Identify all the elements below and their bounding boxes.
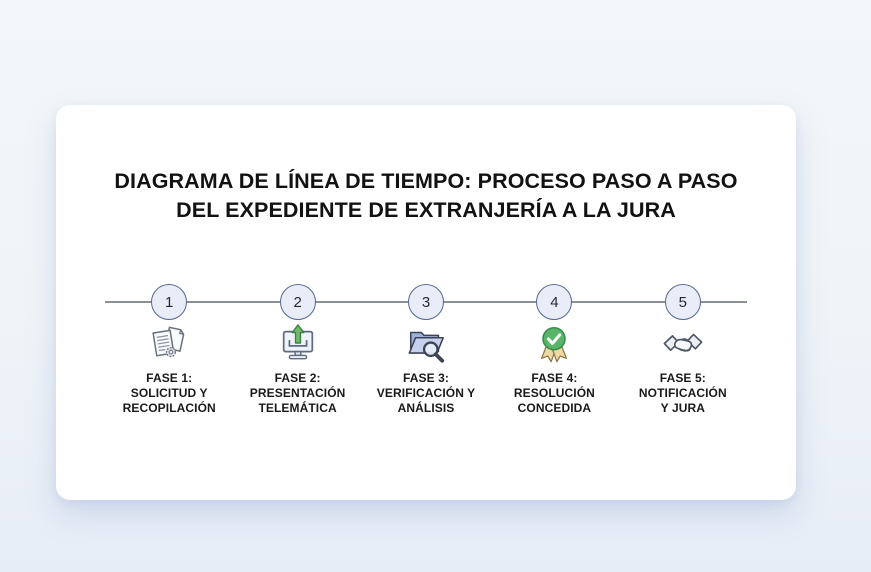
handshake-icon xyxy=(662,323,704,365)
step-label: FASE 4: RESOLUCIÓN CONCEDIDA xyxy=(514,371,595,416)
step-label-line: FASE 5: xyxy=(659,371,706,385)
step-number: 4 xyxy=(550,293,559,311)
page-title-line2: DEL EXPEDIENTE DE EXTRANJERÍA A LA JURA xyxy=(176,198,676,222)
step-label-line: VERIFICACIÓN Y xyxy=(376,386,476,400)
step-number: 2 xyxy=(293,293,302,311)
timeline-step-3: 3 FASE 3: VERIFICACIÓN Y ANÁLISIS xyxy=(362,284,490,416)
step-label-line: PRESENTACIÓN xyxy=(249,386,346,400)
step-label-line: SOLICITUD Y xyxy=(130,386,208,400)
award-check-icon xyxy=(533,323,575,365)
monitor-upload-icon xyxy=(277,323,319,365)
step-number: 5 xyxy=(678,293,687,311)
timeline-step-4: 4 FASE 4: RESOLUCIÓN CONCEDIDA xyxy=(490,284,618,416)
step-number: 3 xyxy=(421,293,431,311)
step-number-badge: 4 xyxy=(536,284,573,320)
step-label-line: RECOPILACIÓN xyxy=(122,401,216,415)
timeline-step-5: 5 FASE 5: NOTIFICACIÓN xyxy=(619,284,747,416)
step-number: 1 xyxy=(165,293,174,311)
step-label: FASE 3: VERIFICACIÓN Y ANÁLISIS xyxy=(377,371,476,416)
step-label-line: ANÁLISIS xyxy=(397,401,455,415)
step-label-line: RESOLUCIÓN xyxy=(513,386,595,400)
step-label: FASE 5: NOTIFICACIÓN Y JURA xyxy=(639,371,727,416)
step-label-line: FASE 3: xyxy=(402,371,450,385)
step-label-line: CONCEDIDA xyxy=(517,401,592,415)
step-number-badge: 1 xyxy=(151,284,188,320)
timeline: 1 xyxy=(105,284,747,416)
step-label-line: Y JURA xyxy=(660,401,706,415)
step-label-line: NOTIFICACIÓN xyxy=(638,386,727,400)
diagram-card: DIAGRAMA DE LÍNEA DE TIEMPO: PROCESO PAS… xyxy=(56,105,796,500)
timeline-step-2: 2 FASE 2: PRESENTACIÓN xyxy=(233,284,361,416)
timeline-step-1: 1 xyxy=(105,284,233,416)
folder-search-icon xyxy=(405,323,447,365)
step-number-badge: 5 xyxy=(664,284,701,320)
step-label-line: FASE 1: xyxy=(146,371,193,385)
step-label-line: FASE 2: xyxy=(274,371,321,385)
documents-seal-icon xyxy=(148,323,190,365)
step-label: FASE 2: PRESENTACIÓN TELEMÁTICA xyxy=(250,371,346,416)
step-label: FASE 1: SOLICITUD Y RECOPILACIÓN xyxy=(123,371,216,416)
step-label-line: TELEMÁTICA xyxy=(258,401,337,415)
page-title: DIAGRAMA DE LÍNEA DE TIEMPO: PROCESO PAS… xyxy=(56,167,796,225)
step-number-badge: 2 xyxy=(279,284,316,320)
step-number-badge: 3 xyxy=(408,284,445,320)
timeline-steps: 1 xyxy=(105,284,747,416)
page-title-line1: DIAGRAMA DE LÍNEA DE TIEMPO: PROCESO PAS… xyxy=(114,169,738,193)
step-label-line: FASE 4: xyxy=(531,371,578,385)
